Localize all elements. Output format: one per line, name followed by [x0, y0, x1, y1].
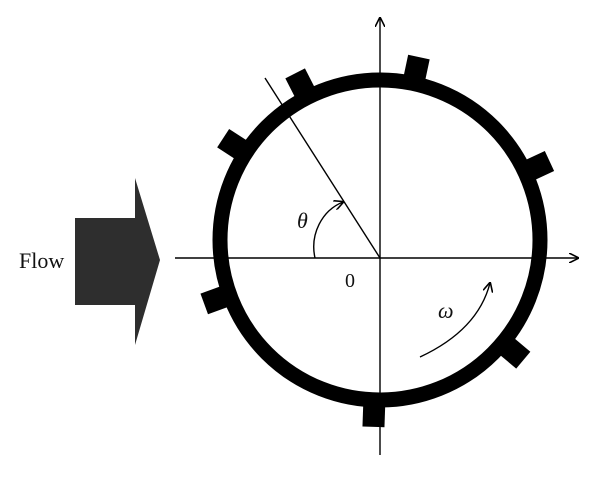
- omega-label: ω: [438, 298, 454, 323]
- rotor-ring: [212, 72, 548, 408]
- theta-label: θ: [297, 208, 308, 233]
- origin-label: 0: [345, 270, 355, 292]
- flow-label: Flow: [19, 248, 64, 273]
- theta-arc: [313, 202, 343, 259]
- flow-arrow: [75, 178, 160, 345]
- blades-group: [200, 54, 555, 428]
- omega-arrow: [419, 283, 490, 358]
- radial-line: [264, 77, 381, 259]
